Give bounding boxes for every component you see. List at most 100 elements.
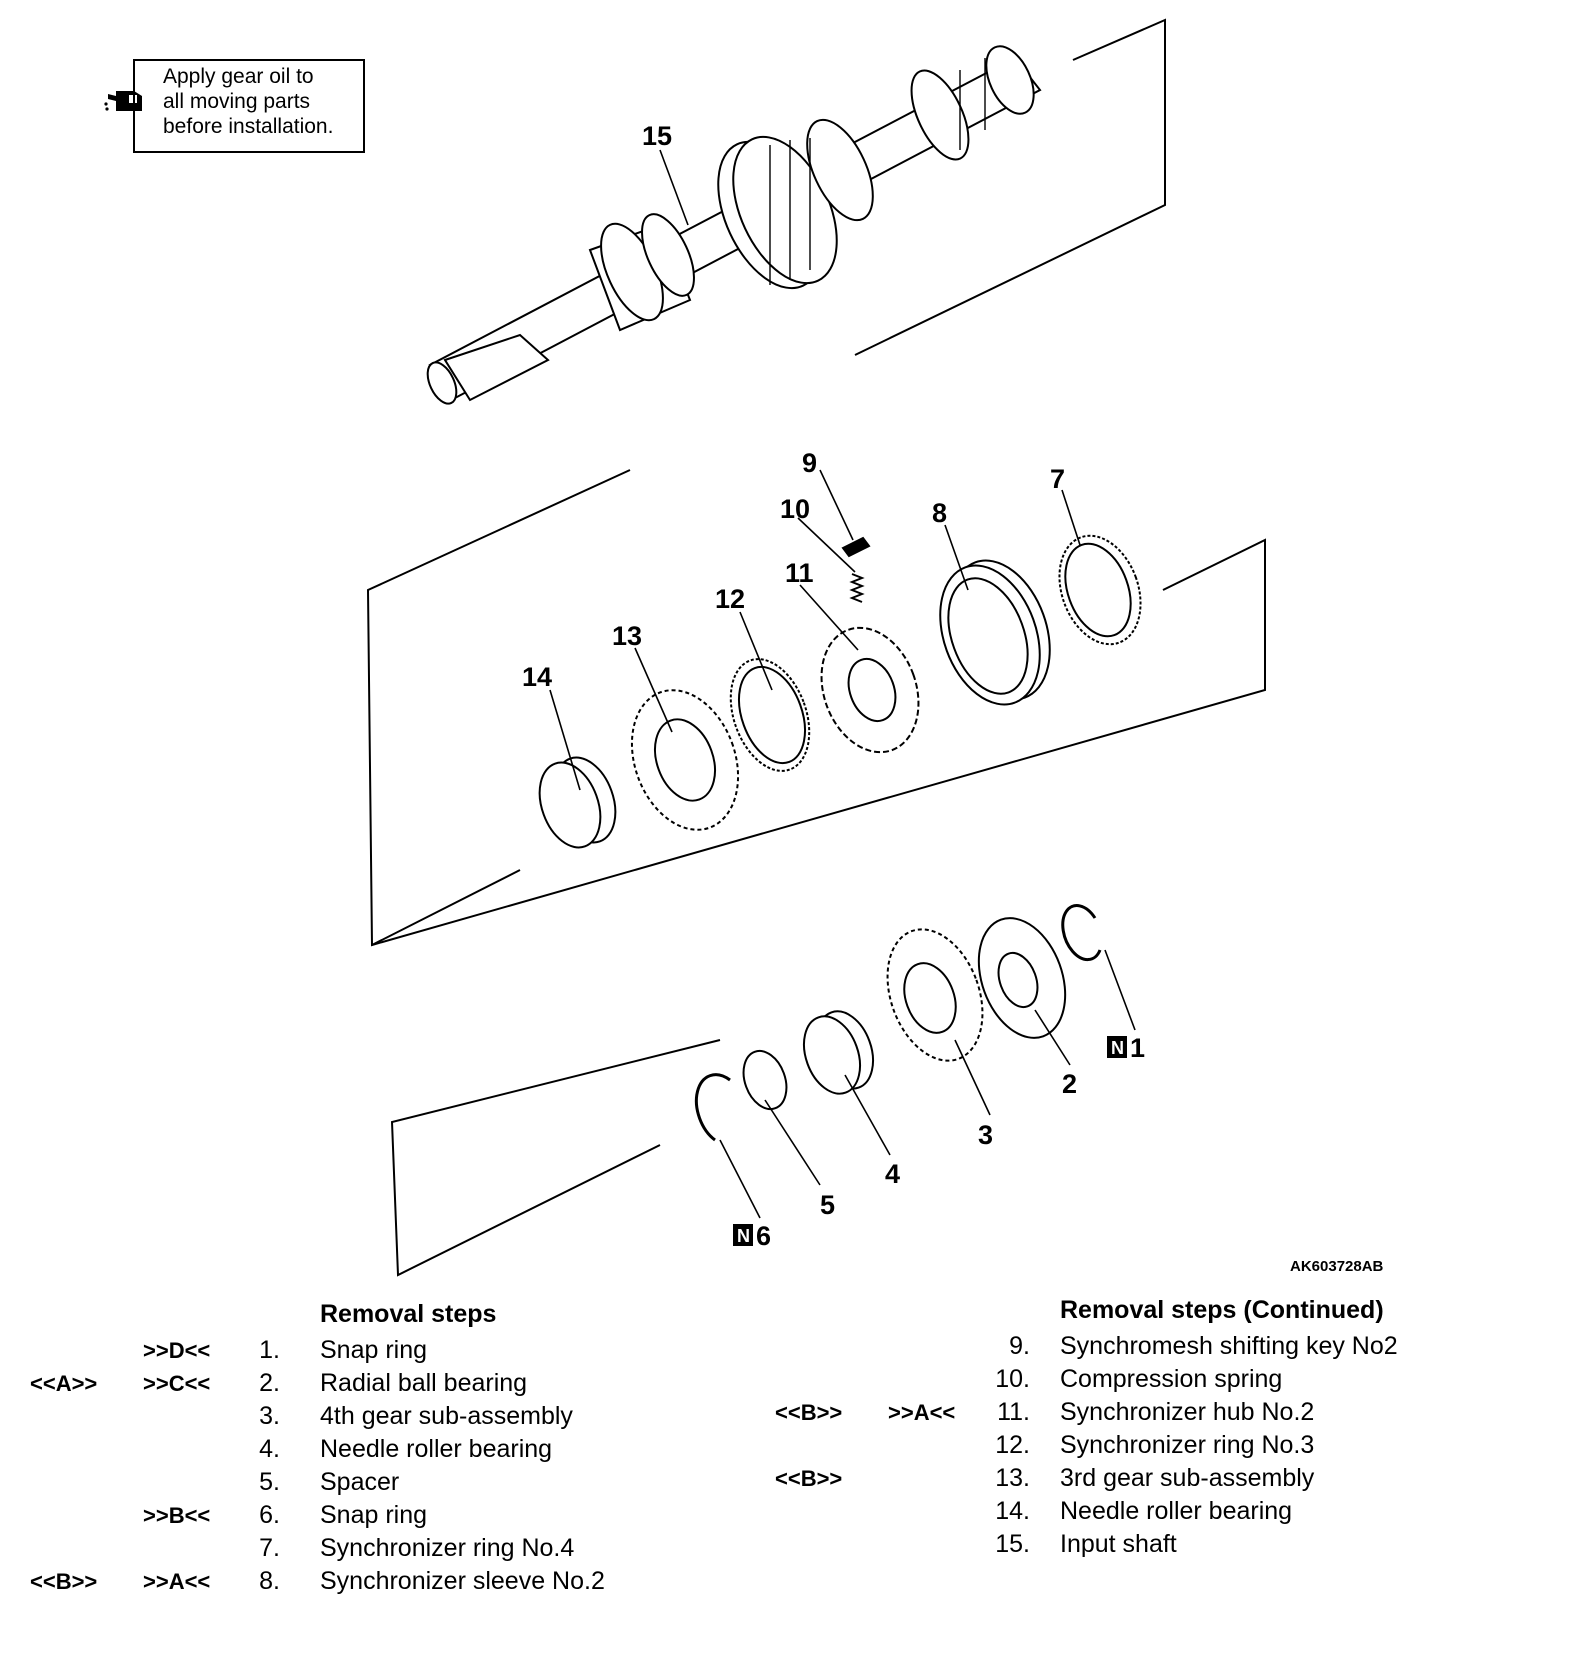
step-number: 3. [259, 1402, 280, 1430]
callout-4: 4 [885, 1159, 900, 1189]
step-number: 9. [1009, 1332, 1030, 1360]
snap-ring-1 [1061, 904, 1102, 962]
removal-step-row: 5. Spacer [0, 1466, 760, 1499]
callout-11: 11 [785, 558, 814, 588]
removal-steps-right: Removal steps (Continued) 9. Synchromesh … [760, 1296, 1560, 1576]
removal-step-row: 4. Needle roller bearing [0, 1433, 760, 1466]
step-reference-a: <<B>> [30, 1569, 98, 1594]
note-line: all moving parts [163, 90, 311, 113]
new-part-mark: N [1111, 1038, 1124, 1058]
removal-step-row: 7. Synchronizer ring No.4 [0, 1532, 760, 1565]
note-line: Apply gear oil to [163, 65, 314, 88]
step-label: 3rd gear sub-assembly [1060, 1464, 1315, 1492]
step-label: Compression spring [1060, 1365, 1283, 1393]
step-number: 1. [259, 1336, 280, 1364]
step-reference-a: <<B>> [775, 1400, 843, 1425]
removal-steps-left: Removal steps >>D<< 1. Snap ring <<A>> >>C<<… [0, 1300, 760, 1600]
radial-ball-bearing-2 [977, 917, 1067, 1039]
callout-6: 6 [756, 1221, 771, 1251]
step-label: Synchronizer ring No.4 [320, 1534, 575, 1562]
step-label: Needle roller bearing [1060, 1497, 1293, 1525]
exploded-view-diagram: 15 9 10 11 12 13 14 8 7 N 1 2 3 4 5 N 6 … [366, 18, 1384, 1277]
snap-ring-6 [694, 1073, 731, 1142]
step-number: 12. [995, 1431, 1030, 1459]
needle-roller-bearing-14 [538, 756, 617, 849]
callout-2: 2 [1062, 1069, 1077, 1099]
removal-steps-continued-title: Removal steps (Continued) [1060, 1296, 1384, 1324]
group-outline-middle [366, 469, 1266, 947]
removal-step-row: <<A>> >>C<< 2. Radial ball bearing [0, 1367, 760, 1400]
callout-5: 5 [820, 1190, 835, 1220]
needle-roller-bearing-4 [802, 1010, 875, 1095]
removal-step-row: >>D<< 1. Snap ring [0, 1334, 760, 1367]
removal-step-row: 14. Needle roller bearing [760, 1495, 1560, 1528]
figure-id: AK603728AB [1290, 1258, 1384, 1275]
callout-12: 12 [715, 584, 745, 614]
step-number: 8. [259, 1567, 280, 1595]
step-reference-a: <<A>> [30, 1371, 98, 1396]
removal-step-row: <<B>> >>A<< 8. Synchronizer sleeve No.2 [0, 1565, 760, 1598]
removal-step-row: 10. Compression spring [760, 1363, 1560, 1396]
callout-15: 15 [642, 121, 672, 151]
callout-7: 7 [1050, 464, 1065, 494]
removal-step-row: 15. Input shaft [760, 1528, 1560, 1561]
synchronizer-hub-11 [820, 626, 920, 754]
step-label: Radial ball bearing [320, 1369, 528, 1397]
shifting-key-9 [841, 536, 871, 558]
removal-steps-title: Removal steps [320, 1300, 497, 1328]
callout-8: 8 [932, 498, 947, 528]
removal-step-row: >>B<< 6. Snap ring [0, 1499, 760, 1532]
callout-1: 1 [1130, 1033, 1145, 1063]
compression-spring-10 [849, 573, 865, 603]
new-part-mark: N [737, 1226, 750, 1246]
step-number: 13. [995, 1464, 1030, 1492]
synchronizer-ring-7 [1058, 534, 1142, 646]
note-line: before installation. [163, 115, 334, 138]
synchronizer-sleeve-8 [939, 559, 1051, 706]
step-number: 11. [997, 1398, 1030, 1426]
step-number: 10. [995, 1365, 1030, 1393]
step-number: 2. [259, 1369, 280, 1397]
step-number: 6. [259, 1501, 280, 1529]
step-label: Synchromesh shifting key No2 [1060, 1332, 1398, 1360]
fourth-gear-3 [886, 928, 984, 1062]
removal-step-row: 9. Synchromesh shifting key No2 [760, 1330, 1560, 1363]
step-number: 15. [995, 1530, 1030, 1558]
removal-step-row: 3. 4th gear sub-assembly [0, 1400, 760, 1433]
callout-9: 9 [802, 448, 817, 478]
callout-1-group: N 1 [1107, 1033, 1145, 1063]
step-number: 14. [995, 1497, 1030, 1525]
step-number: 5. [259, 1468, 280, 1496]
step-label: Needle roller bearing [320, 1435, 553, 1463]
spacer-5 [742, 1049, 788, 1111]
step-number: 4. [259, 1435, 280, 1463]
removal-step-row: <<B>> 13. 3rd gear sub-assembly [760, 1462, 1560, 1495]
step-reference-b: >>C<< [143, 1371, 211, 1396]
removal-step-row: 12. Synchronizer ring No.3 [760, 1429, 1560, 1462]
step-label: Synchronizer ring No.3 [1060, 1431, 1315, 1459]
group-outline-shaft [854, 18, 1166, 356]
third-gear-13 [630, 689, 740, 831]
callout-13: 13 [612, 621, 642, 651]
step-reference-b: >>D<< [143, 1338, 211, 1363]
callout-10: 10 [780, 494, 810, 524]
step-number: 7. [259, 1534, 280, 1562]
step-reference-b: >>A<< [888, 1400, 956, 1425]
callout-6-group: N 6 [733, 1221, 771, 1251]
input-shaft [426, 45, 1042, 405]
step-reference-b: >>A<< [143, 1569, 211, 1594]
step-label: Snap ring [320, 1501, 428, 1529]
step-label: Synchronizer hub No.2 [1060, 1398, 1315, 1426]
step-label: Spacer [320, 1468, 400, 1496]
removal-step-row: <<B>> >>A<< 11. Synchronizer hub No.2 [760, 1396, 1560, 1429]
step-reference-b: >>B<< [143, 1503, 211, 1528]
callout-3: 3 [978, 1120, 993, 1150]
step-label: Snap ring [320, 1336, 428, 1364]
group-outline-middle-extra [371, 869, 521, 946]
group-outline-lower [390, 1039, 721, 1277]
step-label: 4th gear sub-assembly [320, 1402, 573, 1430]
step-label: Synchronizer sleeve No.2 [320, 1567, 605, 1595]
synchronizer-ring-12 [729, 658, 811, 772]
step-label: Input shaft [1060, 1530, 1177, 1558]
step-reference-a: <<B>> [775, 1466, 843, 1491]
